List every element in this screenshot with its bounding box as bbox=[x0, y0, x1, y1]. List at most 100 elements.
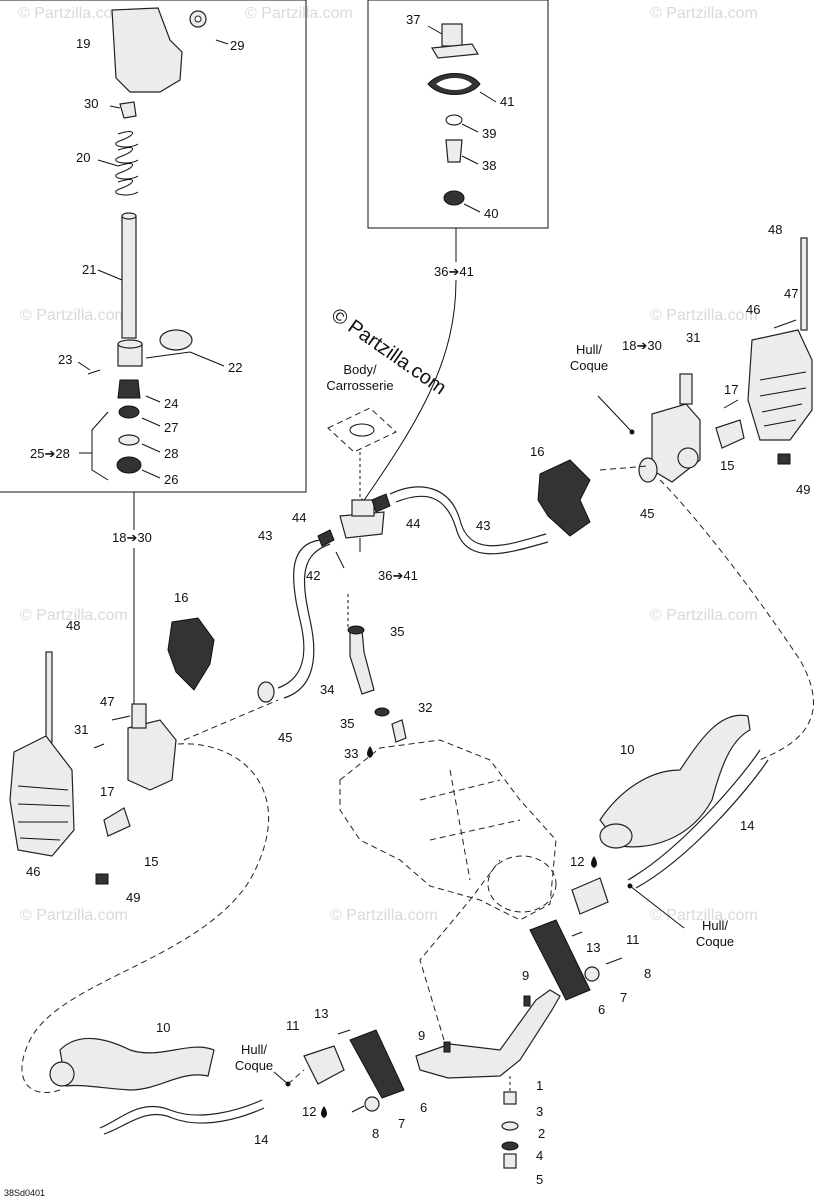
part-label: 18➔30 bbox=[622, 338, 662, 353]
bracket-1 bbox=[415, 989, 561, 1079]
part-label: 46 bbox=[746, 302, 760, 317]
top-inset-box bbox=[367, 0, 549, 229]
part-label: 16 bbox=[530, 444, 544, 459]
part-labels: 19 29 30 20 21 23 22 24 27 28 25➔28 26 1… bbox=[26, 12, 810, 1187]
part-label: 7 bbox=[398, 1116, 405, 1131]
body-plate bbox=[327, 407, 397, 453]
washer-7-left bbox=[364, 1096, 380, 1112]
part-label: 48 bbox=[66, 618, 80, 633]
part-label: 10 bbox=[620, 742, 634, 757]
part-label: 25➔28 bbox=[30, 446, 70, 461]
bolt-48-right bbox=[800, 237, 808, 331]
part-label: 44 bbox=[292, 510, 306, 525]
drop-icon bbox=[367, 746, 373, 758]
part-label: 37 bbox=[406, 12, 420, 27]
part-label: 1 bbox=[536, 1078, 543, 1093]
part-label: 32 bbox=[418, 700, 432, 715]
part-label: 26 bbox=[164, 472, 178, 487]
part-label: 9 bbox=[522, 968, 529, 983]
spring-20 bbox=[115, 131, 139, 196]
body-caption-line2: Carrosserie bbox=[326, 378, 393, 393]
hull-caption-line2: Coque bbox=[696, 934, 734, 949]
watermark: © Partzilla.com bbox=[650, 307, 758, 324]
housing-37 bbox=[441, 23, 463, 47]
hull-markers bbox=[273, 395, 685, 1087]
valve-38 bbox=[445, 139, 463, 163]
watermark: © Partzilla.com bbox=[20, 307, 128, 324]
washer-4 bbox=[501, 1141, 519, 1151]
part-label: 11 bbox=[626, 932, 640, 947]
clamp-35-top bbox=[347, 625, 365, 635]
clamp-45-right bbox=[638, 457, 658, 483]
hose-34 bbox=[349, 629, 375, 695]
part-label: 4 bbox=[536, 1148, 543, 1163]
spider-16-left bbox=[167, 617, 215, 691]
watermark: © Partzilla.com bbox=[650, 607, 758, 624]
leader-lines bbox=[77, 25, 497, 720]
spider-16-right bbox=[537, 459, 591, 537]
part-label: 17 bbox=[724, 382, 738, 397]
left-inset-parts bbox=[87, 7, 207, 474]
drop-icon bbox=[591, 856, 597, 868]
clamp-45-left bbox=[257, 681, 275, 703]
part-label: 13 bbox=[586, 940, 600, 955]
part-label: 13 bbox=[314, 1006, 328, 1021]
part-label: 39 bbox=[482, 126, 496, 141]
part-label: 28 bbox=[164, 446, 178, 461]
part-label: 22 bbox=[228, 360, 242, 375]
part-label: 23 bbox=[58, 352, 72, 367]
flange-11-left bbox=[303, 1045, 345, 1085]
part-label: 48 bbox=[768, 222, 782, 237]
part-label: 44 bbox=[406, 516, 420, 531]
part-label: 47 bbox=[100, 694, 114, 709]
part-label: 9 bbox=[418, 1028, 425, 1043]
part-label: 33 bbox=[344, 746, 358, 761]
jet-pump-outline bbox=[339, 739, 557, 921]
nut-49-right bbox=[777, 453, 791, 465]
hose-10-right bbox=[599, 714, 751, 848]
part-label: 10 bbox=[156, 1020, 170, 1035]
part-label: 35 bbox=[340, 716, 354, 731]
ring-28 bbox=[118, 434, 140, 446]
part-label: 40 bbox=[484, 206, 498, 221]
body-caption-line1: Body/ bbox=[343, 362, 377, 377]
screw-42 bbox=[335, 551, 345, 569]
nozzle-bracket-right bbox=[651, 403, 701, 483]
part-label: 11 bbox=[286, 1018, 300, 1033]
shaft-15-right bbox=[715, 419, 745, 449]
bolt-48-left bbox=[45, 651, 53, 743]
hull-caption-line2: Coque bbox=[235, 1058, 273, 1073]
top-inset-parts bbox=[427, 23, 481, 206]
watermark: © Partzilla.com bbox=[650, 5, 758, 22]
o-ring-39 bbox=[445, 114, 463, 126]
hull-caption-line1: Hull/ bbox=[576, 342, 602, 357]
ring-22 bbox=[159, 329, 193, 351]
seal-40 bbox=[443, 190, 465, 206]
washer-2 bbox=[501, 1121, 519, 1131]
flange-11-right bbox=[571, 877, 609, 915]
part-label: 42 bbox=[306, 568, 320, 583]
shaft-15-left bbox=[103, 807, 131, 837]
link-6-right bbox=[529, 919, 591, 1001]
part-label: 18➔30 bbox=[112, 530, 152, 545]
part-label: 8 bbox=[644, 966, 651, 981]
hull-caption-line2: Coque bbox=[570, 358, 608, 373]
part-label: 15 bbox=[144, 854, 158, 869]
nozzle-bracket-left bbox=[127, 719, 177, 791]
hose-10-left bbox=[59, 1037, 215, 1091]
pin-23 bbox=[87, 369, 101, 375]
part-label: 43 bbox=[258, 528, 272, 543]
bolt-5 bbox=[503, 1153, 517, 1169]
part-label: 30 bbox=[84, 96, 98, 111]
part-label: 14 bbox=[740, 818, 754, 833]
shield-46-right bbox=[747, 329, 813, 441]
captions: Body/ Carrosserie Hull/ Coque Hull/ Coqu… bbox=[235, 342, 734, 1073]
part-label: 35 bbox=[390, 624, 404, 639]
watermark: © Partzilla.com bbox=[20, 607, 128, 624]
part-label: 8 bbox=[372, 1126, 379, 1141]
part-label: 36➔41 bbox=[378, 568, 418, 583]
housing-part-19 bbox=[111, 7, 183, 93]
seal-27 bbox=[118, 405, 140, 419]
nut-9-left bbox=[443, 1041, 451, 1053]
part-label: 6 bbox=[420, 1100, 427, 1115]
